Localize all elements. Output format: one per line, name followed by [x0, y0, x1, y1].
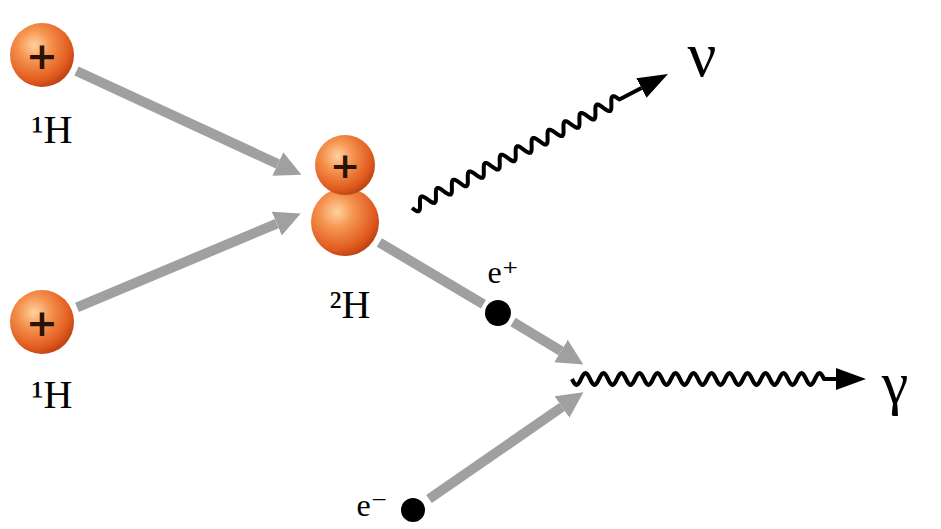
sphere	[315, 135, 375, 195]
deuteron: +²H	[311, 135, 379, 256]
charge-sign: +	[26, 37, 58, 75]
sphere	[311, 188, 379, 256]
particle-symbol: γ	[882, 353, 909, 413]
positron-arrow	[513, 322, 561, 351]
isotope-label: ¹H	[32, 110, 73, 150]
proton: +¹H	[10, 23, 74, 87]
particle-label: e⁺	[487, 256, 518, 288]
particle-shape	[485, 300, 511, 326]
proton: +¹H	[10, 290, 74, 354]
particle-shape	[401, 498, 425, 522]
neutrino-wave	[412, 88, 641, 211]
isotope-label: ¹H	[32, 375, 73, 415]
sphere	[485, 300, 511, 326]
electron-dot: e⁻	[401, 498, 425, 522]
sphere	[10, 23, 74, 87]
sphere	[401, 498, 425, 522]
particle-label: e⁻	[356, 489, 387, 521]
particle-symbol: ν	[688, 23, 717, 87]
reaction-arrow	[76, 71, 277, 164]
photon-wave	[572, 373, 836, 385]
electron-arrow	[429, 407, 562, 499]
positron-dot: e⁺	[485, 300, 511, 326]
sphere	[10, 290, 74, 354]
charge-sign: +	[26, 304, 58, 342]
reaction-arrow	[379, 242, 483, 304]
isotope-label: ²H	[330, 285, 371, 325]
charge-sign: +	[330, 148, 360, 184]
reaction-arrow	[77, 224, 277, 308]
